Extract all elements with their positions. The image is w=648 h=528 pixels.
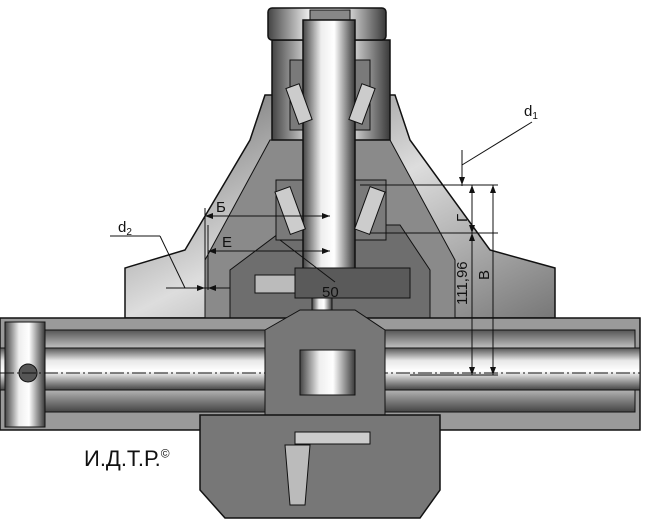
label-v: В <box>476 270 493 280</box>
label-b: Б <box>216 199 226 216</box>
drain-bracket <box>284 444 311 506</box>
dimension-arrows <box>197 177 496 375</box>
label-d2-subscript: 2 <box>126 227 132 238</box>
label-d1-letter: d <box>524 103 532 120</box>
carrier-block <box>294 267 411 299</box>
label-d2-letter: d <box>118 219 126 236</box>
dimension-lines <box>110 121 533 376</box>
bottom-cover <box>199 414 441 519</box>
label-g: Г <box>454 214 471 222</box>
axle <box>0 309 641 441</box>
pinion-shaft <box>302 19 356 271</box>
watermark-text: И.Д.Т.Р. <box>84 446 161 471</box>
copyright-mark: © <box>160 446 170 461</box>
label-e: Е <box>222 234 232 251</box>
label-d2: d2 <box>118 219 132 238</box>
lower-pin <box>294 431 371 445</box>
label-50: 50 <box>322 284 339 301</box>
label-d1: d1 <box>524 103 538 122</box>
bolt <box>254 274 301 294</box>
watermark: И.Д.Т.Р.© <box>84 446 170 472</box>
label-d1-subscript: 1 <box>532 111 538 122</box>
label-111-96: 111,96 <box>454 261 471 305</box>
